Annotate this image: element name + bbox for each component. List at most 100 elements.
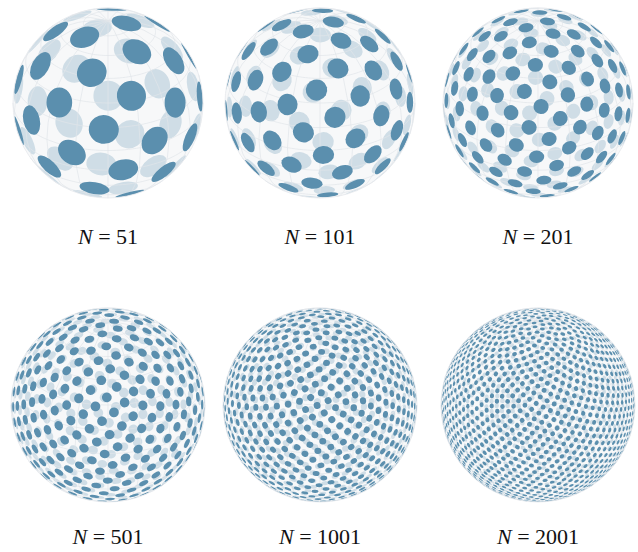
front-cap — [180, 342, 187, 350]
front-cap — [38, 441, 48, 452]
front-cap — [231, 102, 243, 124]
front-cap — [590, 124, 606, 142]
front-cap — [241, 384, 247, 392]
front-cap — [292, 330, 300, 336]
front-cap — [300, 473, 308, 479]
front-cap — [196, 378, 201, 388]
front-cap — [172, 421, 181, 432]
front-cap — [332, 404, 340, 412]
front-cap — [46, 87, 72, 117]
front-cap — [109, 318, 119, 324]
front-cap — [120, 452, 132, 463]
front-cap — [226, 414, 229, 421]
front-cap — [113, 77, 150, 114]
front-cap — [127, 385, 140, 398]
front-cap — [26, 49, 56, 84]
front-cap — [303, 330, 311, 336]
front-cap — [156, 401, 164, 411]
front-cap — [244, 159, 261, 176]
front-cap — [87, 113, 121, 146]
front-cap — [262, 461, 270, 469]
front-cap — [339, 475, 347, 481]
back-cap — [325, 468, 333, 474]
front-cap — [230, 417, 234, 424]
front-cap — [229, 130, 240, 151]
front-cap — [313, 401, 321, 409]
sphere-grid — [225, 8, 415, 198]
point-sphere — [443, 8, 633, 198]
front-cap — [309, 343, 317, 349]
front-cap — [256, 429, 264, 437]
front-cap — [293, 443, 302, 452]
front-cap — [398, 431, 403, 439]
front-cap — [351, 470, 359, 477]
front-cap — [285, 348, 294, 356]
back-cap — [82, 399, 92, 409]
front-cap — [396, 393, 401, 400]
front-cap — [264, 374, 272, 383]
front-cap — [96, 415, 109, 427]
front-cap — [62, 400, 71, 410]
front-cap — [250, 471, 256, 476]
front-cap — [401, 374, 406, 382]
front-cap — [333, 323, 341, 328]
front-cap — [25, 367, 33, 378]
front-cap — [371, 104, 391, 128]
front-cap — [97, 330, 107, 337]
front-cap — [68, 345, 80, 357]
front-cap — [180, 42, 197, 69]
front-cap — [371, 343, 379, 351]
front-cap — [556, 13, 572, 22]
front-cap — [570, 117, 589, 137]
front-cap — [263, 337, 271, 344]
front-cap — [321, 319, 328, 323]
front-cap — [321, 375, 329, 383]
front-cap — [115, 470, 126, 478]
front-cap — [331, 344, 339, 351]
front-cap — [367, 335, 375, 342]
front-cap — [138, 400, 147, 410]
front-cap — [19, 370, 25, 380]
front-caps — [12, 8, 203, 199]
front-cap — [281, 341, 289, 349]
front-cap — [110, 13, 143, 34]
back-cap — [318, 313, 325, 316]
front-cap — [308, 478, 315, 483]
front-cap — [226, 388, 229, 395]
front-cap — [365, 375, 373, 384]
front-cap — [356, 369, 365, 378]
front-cap — [288, 452, 297, 460]
front-cap — [261, 467, 268, 474]
front-cap — [317, 315, 324, 318]
front-cap — [136, 122, 173, 160]
sphere-body — [13, 8, 203, 198]
front-cap — [388, 77, 404, 100]
front-cap — [176, 360, 185, 371]
front-cap — [304, 337, 312, 343]
back-cap — [358, 390, 366, 398]
front-cap — [151, 443, 163, 455]
front-cap — [516, 165, 533, 178]
front-cap — [169, 441, 179, 452]
front-cap — [32, 352, 41, 363]
front-cap — [74, 460, 86, 471]
front-cap — [301, 450, 309, 458]
sphere-body — [441, 308, 635, 502]
front-cap — [314, 448, 321, 454]
front-cap — [235, 442, 240, 449]
front-cap — [248, 335, 253, 341]
front-cap — [360, 328, 368, 334]
back-cap — [109, 486, 119, 492]
front-cap — [327, 480, 334, 485]
front-cap — [73, 356, 86, 368]
front-cap — [155, 422, 166, 434]
front-cap — [119, 397, 130, 408]
front-cap — [331, 335, 339, 341]
front-cap — [187, 370, 194, 381]
front-cap — [93, 355, 104, 366]
front-cap — [559, 86, 577, 104]
front-cap — [303, 361, 312, 369]
front-cap — [323, 324, 330, 329]
front-cap — [249, 365, 256, 373]
front-cap — [540, 72, 560, 92]
